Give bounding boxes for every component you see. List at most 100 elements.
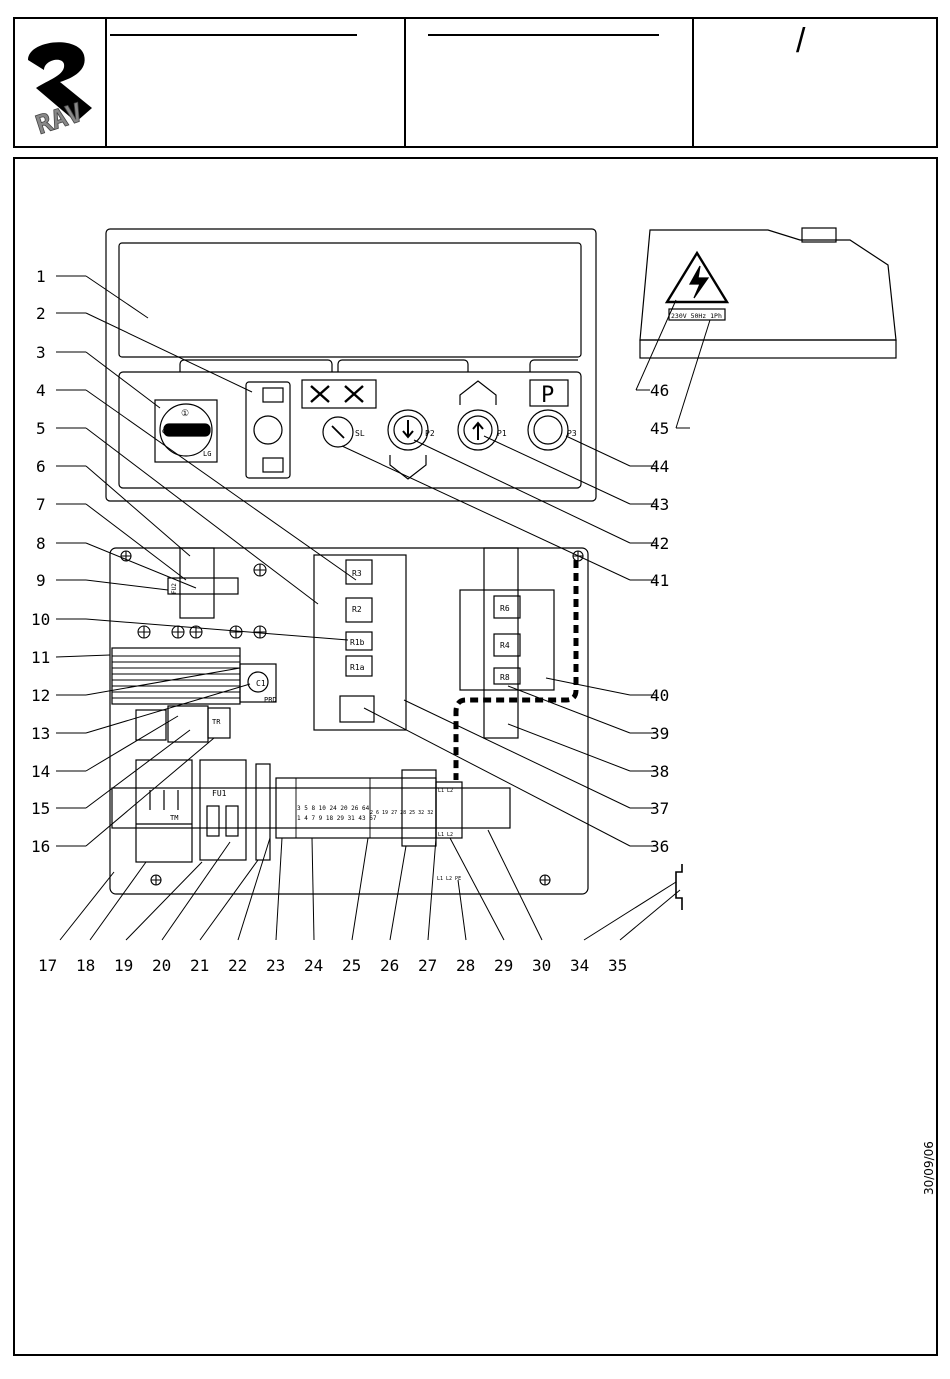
selector-mark-top: ①	[181, 409, 189, 419]
callout-21: 21	[190, 956, 209, 975]
leader-22	[237, 837, 271, 941]
down-icon-box	[262, 457, 284, 473]
p2-button-inner	[393, 415, 423, 445]
terminal-numbers-bottom: 1 4 7 9 18 29 31 43 67	[297, 815, 377, 822]
leader-41	[341, 445, 656, 581]
selector-mark-lg: LG	[203, 450, 211, 458]
leader-4	[56, 389, 357, 581]
relay-r8-label: R8	[500, 673, 510, 682]
p2-button-ring	[387, 409, 429, 451]
leader-3	[56, 351, 161, 409]
up-icon-box	[262, 387, 284, 403]
relay-r4	[493, 633, 521, 657]
relay-r3	[345, 559, 373, 585]
timer-label: TM	[170, 814, 178, 822]
up-arrow-icon	[472, 421, 484, 440]
screw-icon-7	[253, 625, 267, 639]
callout-30: 30	[532, 956, 551, 975]
callout-8: 8	[36, 534, 46, 553]
fuse-fu1-label: FU1	[212, 789, 227, 798]
callout-29: 29	[494, 956, 513, 975]
terminal-block-13	[135, 709, 167, 741]
din-bracket	[675, 864, 683, 910]
fuse-fu1-cartridge-a	[206, 805, 220, 837]
leader-45	[675, 319, 711, 429]
drawing-date: 30/09/06	[922, 1141, 936, 1195]
transformer-label: TR	[212, 718, 221, 726]
voltage-plate-box	[668, 308, 726, 321]
leader-36	[363, 707, 656, 847]
callout-6: 6	[36, 457, 46, 476]
leader-13	[56, 683, 251, 734]
callout-7: 7	[36, 495, 46, 514]
callout-34: 34	[570, 956, 589, 975]
p1-button-ring	[457, 409, 499, 451]
din-rail-upper	[179, 547, 215, 619]
p2-guard	[389, 455, 427, 480]
leader-16	[56, 737, 215, 847]
screw-icon-2	[253, 563, 267, 577]
callout-23: 23	[266, 956, 285, 975]
relay-r2-label: R2	[352, 605, 362, 614]
contactor-tm	[135, 759, 193, 863]
callout-3: 3	[36, 343, 46, 362]
callout-16: 16	[31, 837, 50, 856]
thermal-label: C1	[256, 679, 266, 688]
panel-tabs	[179, 359, 578, 372]
leader-6	[56, 465, 191, 557]
callout-40: 40	[650, 686, 669, 705]
leader-37	[403, 699, 656, 809]
callout-44: 44	[650, 457, 669, 476]
main-switch-knob	[159, 403, 213, 457]
relay-r6-label: R6	[500, 604, 510, 613]
callout-25: 25	[342, 956, 361, 975]
thermal-box	[239, 663, 277, 703]
callout-22: 22	[228, 956, 247, 975]
leader-14	[56, 715, 179, 772]
back-plate	[109, 547, 589, 895]
callout-15: 15	[31, 799, 50, 818]
relay-r3-label: R3	[352, 569, 362, 578]
leader-7	[56, 503, 187, 581]
leader-44	[565, 435, 656, 467]
leader-2	[56, 312, 253, 393]
thermal-dial	[247, 671, 269, 693]
callout-11: 11	[31, 648, 50, 667]
title-cell-3	[692, 19, 694, 146]
relay-r1a	[345, 655, 373, 677]
leader-9	[56, 579, 169, 591]
p1-button-inner	[463, 415, 493, 445]
keypad-area	[118, 371, 582, 489]
warning-triangle-icon	[664, 250, 730, 304]
drawing-frame	[13, 157, 938, 1356]
leader-39	[507, 685, 656, 734]
supply-terminals-external: L1 L2 PE	[437, 876, 461, 882]
leader-38	[507, 723, 656, 772]
callout-26: 26	[380, 956, 399, 975]
relay-stack-left	[313, 554, 407, 731]
screw-icon-6	[229, 625, 243, 639]
transformer-block	[207, 707, 231, 739]
leader-42	[413, 439, 656, 544]
leader-19	[125, 861, 203, 941]
title-cell-2	[404, 19, 406, 146]
din-rail-lower	[111, 787, 511, 829]
leader-8	[56, 542, 197, 589]
screw-icon-10	[539, 874, 551, 886]
callout-24: 24	[304, 956, 323, 975]
callout-19: 19	[114, 956, 133, 975]
leader-46	[635, 299, 677, 391]
relay-r1b-label: R1b	[350, 638, 365, 647]
callout-18: 18	[76, 956, 95, 975]
callout-5: 5	[36, 419, 46, 438]
callout-36: 36	[650, 837, 669, 856]
callout-45: 45	[650, 419, 669, 438]
leader-29	[449, 837, 505, 941]
relay-stack-right	[459, 589, 555, 691]
lightning-icon	[688, 265, 710, 299]
down-arrow-icon	[402, 420, 414, 439]
callout-14: 14	[31, 762, 50, 781]
leader-24	[311, 837, 315, 941]
callout-41: 41	[650, 571, 669, 590]
